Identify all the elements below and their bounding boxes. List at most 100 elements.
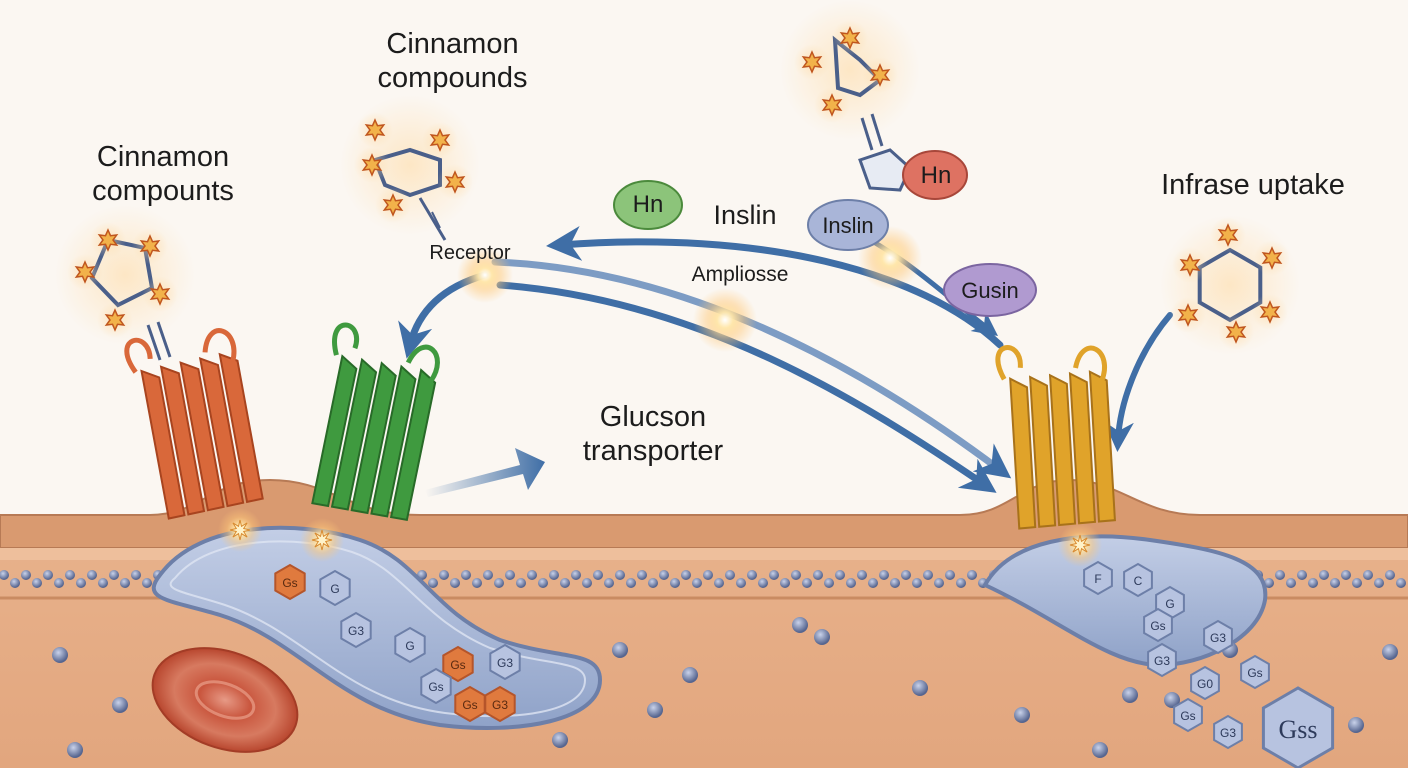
hex-tag-label: G3: [492, 698, 508, 712]
membrane-bead: [1286, 578, 1296, 588]
membrane-bead: [142, 578, 152, 588]
membrane-bead: [439, 570, 449, 580]
membrane-bead: [901, 570, 911, 580]
cytoplasm-dot: [112, 697, 128, 713]
glucose-hexagon-icon: [484, 685, 516, 723]
hex-tag-label: Gs: [428, 680, 443, 694]
membrane-bead: [120, 578, 130, 588]
membrane-bead: [65, 570, 75, 580]
cytoplasm-dot: [612, 642, 628, 658]
star-icon: [139, 234, 161, 258]
membrane-bead: [76, 578, 86, 588]
glucose-hexagon-icon: [394, 626, 426, 664]
membrane-bead: [1385, 570, 1395, 580]
glucose-hexagon-icon: [1213, 714, 1243, 750]
inslin-text-label: Inslin: [713, 200, 777, 230]
membrane-bead: [692, 578, 702, 588]
hex-tag-label: G: [1165, 597, 1174, 611]
hn-green-bubble: [613, 180, 683, 230]
membrane-bead: [1275, 570, 1285, 580]
membrane-bead: [681, 570, 691, 580]
membrane-bead: [571, 570, 581, 580]
membrane-bead: [923, 570, 933, 580]
cytoplasm-dots: [52, 617, 1398, 758]
infrase-uptake-label: Infrase uptake: [1161, 169, 1345, 201]
flow-arrow-icon: [491, 258, 1012, 479]
membrane-bead: [846, 578, 856, 588]
membrane-bead: [1297, 570, 1307, 580]
membrane-bead: [857, 570, 867, 580]
membrane-bead: [538, 578, 548, 588]
membrane-bead: [54, 578, 64, 588]
membrane-bead: [516, 578, 526, 588]
membrane-bead: [450, 578, 460, 588]
glucose-hexagon-icon: [340, 611, 372, 649]
glucose-hexagon-icon: [1143, 607, 1173, 643]
membrane-bead: [1363, 570, 1373, 580]
membrane-bead: [912, 578, 922, 588]
membrane-bead: [714, 578, 724, 588]
membrane-bead: [780, 578, 790, 588]
membrane-bead: [527, 570, 537, 580]
hex-tag-label: C: [1134, 574, 1143, 588]
hex-tag-label: Gs: [1180, 709, 1195, 723]
receptor-icon: [124, 328, 264, 520]
inslin-bubble: [807, 199, 889, 251]
flow-arrow-icon: [1103, 312, 1173, 452]
molecule-icon: [1160, 215, 1300, 355]
membrane-bead: [725, 570, 735, 580]
star-icon: [1179, 253, 1201, 277]
membrane-bead: [494, 578, 504, 588]
star-icon: [1259, 300, 1281, 324]
cytoplasm-dot: [792, 617, 808, 633]
flow-arrow-icon: [546, 225, 1004, 349]
membrane-bead: [43, 570, 53, 580]
glucson-arrow-icon: [425, 448, 545, 497]
membrane-bead: [747, 570, 757, 580]
membrane-bead: [791, 570, 801, 580]
left-vesicle: [151, 525, 603, 730]
receptor-icon: [995, 345, 1116, 530]
glucose-hexagon-icon: [489, 643, 521, 681]
star-icon: [821, 93, 843, 117]
star-icon: [382, 193, 404, 217]
glucose-hexagon-icon: [274, 563, 306, 601]
membrane-bead: [505, 570, 515, 580]
membrane-bead: [956, 578, 966, 588]
flow-arrows: [398, 222, 1173, 493]
star-icon: [364, 118, 386, 142]
receptor-icon: [311, 322, 440, 522]
membrane-bead: [967, 570, 977, 580]
membrane-bead: [582, 578, 592, 588]
membrane-bead: [10, 578, 20, 588]
membrane-bead: [428, 578, 438, 588]
hn-red-label: Hn: [920, 162, 952, 189]
hex-tag-label: G3: [1210, 631, 1226, 645]
membrane-bead: [637, 570, 647, 580]
hex-tag-label: Gs: [1150, 619, 1165, 633]
membrane-bead: [648, 578, 658, 588]
cinnamon-top-label: Cinnamon compounds: [377, 28, 528, 94]
membrane-bead: [1396, 578, 1406, 588]
cytoplasm-dot: [682, 667, 698, 683]
star-icon: [429, 128, 451, 152]
cytoplasm-dot: [1164, 692, 1180, 708]
big-hex-label: Gss: [1278, 715, 1317, 744]
hex-tag-label: G0: [1197, 677, 1213, 691]
cytoplasm-dot: [1348, 717, 1364, 733]
membrane-bead: [109, 570, 119, 580]
membrane-bead: [945, 570, 955, 580]
flow-arrow-icon: [496, 281, 997, 493]
membrane-bead: [703, 570, 713, 580]
hex-tag-label: G: [330, 582, 339, 596]
inslin-bubble-label: Inslin: [822, 213, 874, 238]
glucose-hexagon-icon: [1240, 654, 1270, 690]
cytoplasm-dot: [1014, 707, 1030, 723]
glucose-hexagon-icon: [319, 569, 351, 607]
star-icon: [97, 228, 119, 252]
glucose-hexagon-icon: [442, 645, 474, 683]
receptor-label: Receptor: [429, 242, 511, 264]
membrane-bead: [593, 570, 603, 580]
